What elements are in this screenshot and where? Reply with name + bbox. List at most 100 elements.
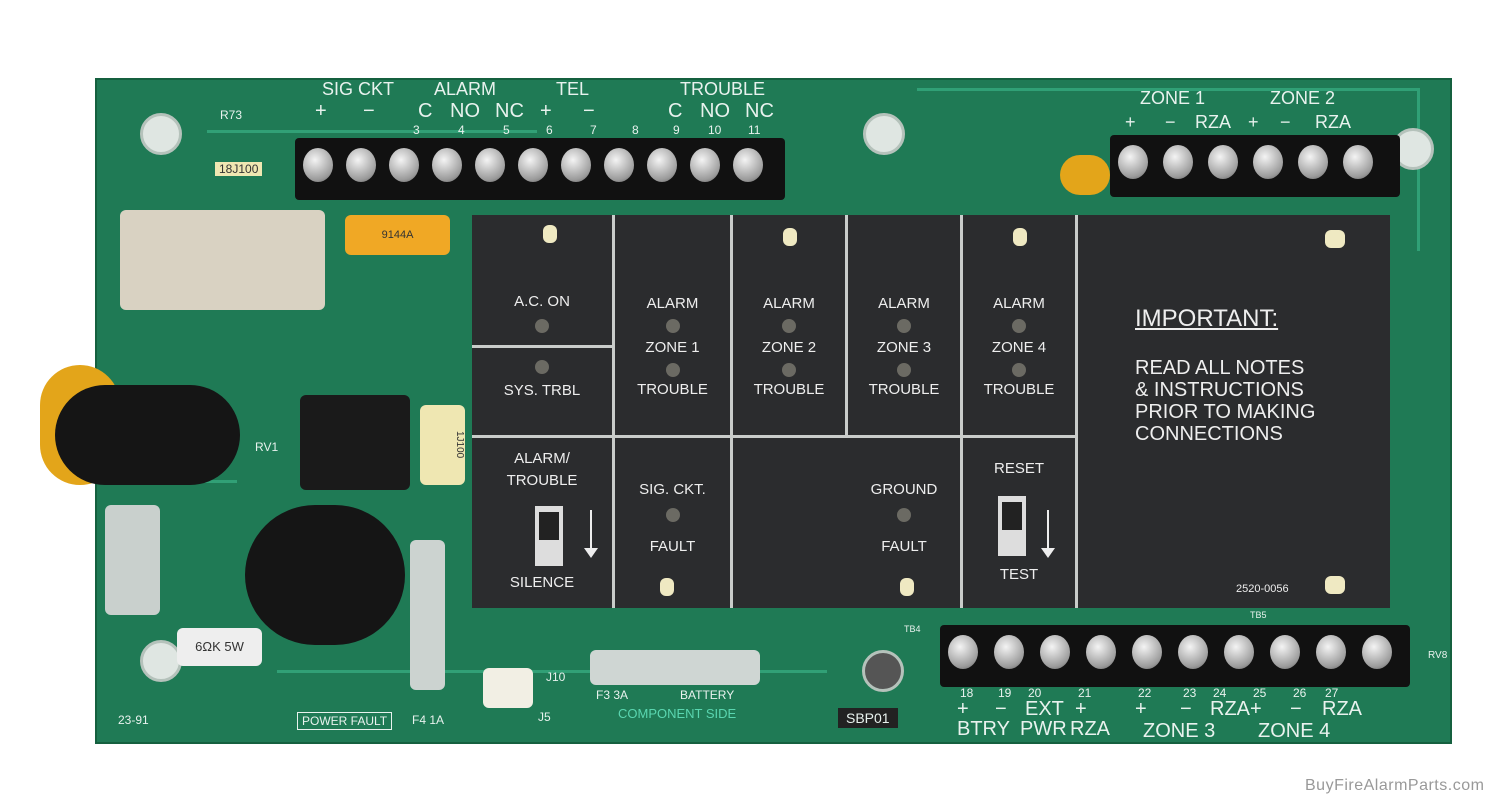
silence-switch[interactable] xyxy=(535,506,563,566)
zone-trouble-led xyxy=(1012,363,1026,377)
heatsink xyxy=(300,395,410,490)
terminal-label: RZA xyxy=(1195,112,1231,132)
battery-label: BATTERY xyxy=(680,688,735,702)
terminal-block-top-right xyxy=(1110,135,1400,197)
terminal-screw xyxy=(1343,145,1373,179)
relay-small: 9144A xyxy=(345,215,450,255)
alarm-trouble-label: ALARM/ TROUBLE xyxy=(506,450,578,489)
sig-ckt-fault-led xyxy=(665,508,680,522)
terminal-screw xyxy=(1086,635,1116,669)
reset-test-switch[interactable] xyxy=(998,496,1026,556)
terminal-label: − xyxy=(363,100,375,122)
rza-label: RZA xyxy=(1070,718,1110,740)
relay xyxy=(120,210,325,310)
zone-trouble-label: TROUBLE xyxy=(868,381,940,398)
standoff xyxy=(660,578,674,596)
terminal-screw xyxy=(389,148,419,182)
zone-trouble-label: TROUBLE xyxy=(637,381,708,398)
terminal-screw xyxy=(432,148,462,182)
terminal-screw xyxy=(647,148,677,182)
reset-test-cell: RESET TEST xyxy=(963,438,1075,608)
terminal-screw xyxy=(1362,635,1392,669)
standoff xyxy=(783,228,797,246)
terminal-screw xyxy=(475,148,505,182)
terminal-number: 24 xyxy=(1213,686,1227,700)
zone-alarm-label: ALARM xyxy=(993,295,1045,312)
terminal-label: C xyxy=(668,100,683,122)
zone-trouble-led xyxy=(782,363,796,377)
zone1-label: ZONE 1 xyxy=(1140,88,1206,108)
terminal-screw xyxy=(561,148,591,182)
important-text: READ ALL NOTES & INSTRUCTIONS PRIOR TO M… xyxy=(1135,357,1316,445)
j10-label: J10 xyxy=(546,670,566,684)
terminal-label: − xyxy=(1165,112,1176,132)
terminal-number: 21 xyxy=(1078,686,1092,700)
alarm-label: ALARM xyxy=(434,79,497,99)
terminal-number: 10 xyxy=(708,123,722,137)
zone-alarm-label: ALARM xyxy=(646,295,699,312)
terminal-number: 7 xyxy=(590,123,597,137)
ac-on-cell: A.C. ON xyxy=(472,215,612,345)
sig-ckt-fault-cell: SIG. CKT. FAULT xyxy=(615,438,730,608)
fuse-holder xyxy=(105,505,160,615)
reset-label: RESET xyxy=(993,460,1044,477)
arrow-down-icon xyxy=(1041,510,1055,558)
terminal-label: NO xyxy=(700,100,730,122)
zone2-label: ZONE 2 xyxy=(1270,88,1336,108)
terminal-label: NO xyxy=(450,100,480,122)
terminal-number: 22 xyxy=(1138,686,1152,700)
terminal-screw xyxy=(303,148,333,182)
zone-alarm-label: ALARM xyxy=(878,295,930,312)
standoff xyxy=(1013,228,1027,246)
terminal-number: 8 xyxy=(632,123,639,137)
terminal-screw xyxy=(1298,145,1328,179)
tb5-label: TB5 xyxy=(1250,610,1267,620)
fuse-f4 xyxy=(410,540,445,690)
terminal-label: C xyxy=(418,100,433,122)
mounting-hole xyxy=(863,113,905,155)
terminal-label: − xyxy=(1290,698,1302,720)
standoff xyxy=(543,225,557,243)
sig-ckt-label: SIG CKT xyxy=(322,79,395,99)
terminal-label: + xyxy=(1248,112,1259,132)
mounting-hole xyxy=(862,650,904,692)
sig-ckt-label: SIG. CKT. xyxy=(639,481,706,498)
terminal-number: 18 xyxy=(960,686,974,700)
zone-alarm-led xyxy=(782,319,796,333)
capacitor-yellow-small xyxy=(1060,155,1110,195)
sys-trbl-cell: SYS. TRBL xyxy=(472,348,612,435)
terminal-label: EXT xyxy=(1025,698,1064,720)
terminal-screw xyxy=(733,148,763,182)
ac-on-led xyxy=(535,319,549,333)
zone3-label: ZONE 3 xyxy=(1143,720,1216,742)
sig-fault-label: FAULT xyxy=(649,538,696,555)
terminal-label: + xyxy=(1135,698,1147,720)
terminal-block-bottom xyxy=(940,625,1410,687)
f4-label: F4 1A xyxy=(412,713,445,727)
terminal-screw xyxy=(690,148,720,182)
ground-label: GROUND xyxy=(870,481,938,498)
terminal-screw xyxy=(518,148,548,182)
r73-label: R73 xyxy=(220,108,243,122)
sys-trbl-led xyxy=(535,360,549,374)
terminal-block-top xyxy=(295,138,785,200)
fuse-f3 xyxy=(590,650,760,685)
terminal-screw xyxy=(1270,635,1300,669)
terminal-number: 6 xyxy=(546,123,553,137)
component-side-label: COMPONENT SIDE xyxy=(618,706,737,721)
zone-alarm-led xyxy=(897,319,911,333)
trace xyxy=(917,88,1420,251)
terminal-label: − xyxy=(583,100,595,122)
mounting-hole xyxy=(140,113,182,155)
terminal-screw xyxy=(1163,145,1193,179)
rv1-label: RV1 xyxy=(255,440,279,454)
watermark: BuyFireAlarmParts.com xyxy=(1305,777,1485,794)
zone4-label: ZONE 4 xyxy=(1258,720,1331,742)
terminal-label: + xyxy=(1250,698,1262,720)
terminal-screw xyxy=(1253,145,1283,179)
tel-label: TEL xyxy=(556,79,590,99)
test-label: TEST xyxy=(999,566,1039,583)
